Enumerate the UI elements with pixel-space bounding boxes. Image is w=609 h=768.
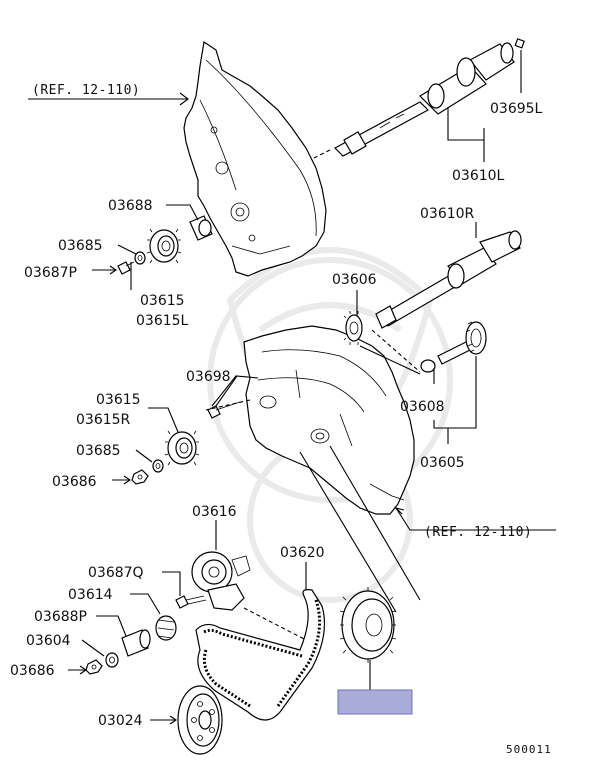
label-03687Q: 03687Q: [88, 565, 144, 581]
lower-timing-cover: [243, 325, 415, 515]
label-03604: 03604: [26, 633, 71, 649]
label-03687P: 03687P: [24, 265, 77, 281]
leader-lines: [28, 50, 556, 725]
ref-label-top: (REF. 12-110): [32, 83, 140, 98]
label-03686-upper: 03686: [52, 474, 97, 490]
label-03608: 03608: [400, 399, 445, 415]
plug-03695L: [514, 38, 525, 49]
spacer-03688: [189, 215, 213, 241]
ref-label-bottom: (REF. 12-110): [424, 525, 532, 540]
label-03605: 03605: [420, 455, 465, 471]
label-03695L: 03695L: [490, 101, 543, 117]
label-03616: 03616: [192, 504, 237, 520]
bolt-03687P: [117, 261, 135, 275]
washer-03685-upper: [134, 251, 146, 265]
label-03698: 03698: [186, 369, 231, 385]
tensioner-pulley-03616: [191, 551, 251, 611]
upper-timing-cover: [183, 40, 327, 277]
nut-03686-lower: [85, 659, 103, 675]
label-03688: 03688: [108, 198, 153, 214]
camshaft-sprocket: [339, 587, 397, 663]
bolt-03698: [207, 401, 241, 419]
label-03615L: 03615L: [136, 313, 189, 329]
label-03688P: 03688P: [34, 609, 87, 625]
idler-pulley-03615: [146, 228, 182, 264]
label-03686-lower: 03686: [10, 663, 55, 679]
washer-03604: [105, 652, 119, 668]
label-03024: 03024: [98, 713, 143, 729]
spring-03614: [155, 615, 177, 641]
oil-pump-gear-03605: [437, 321, 487, 365]
diagram-code: 500011: [506, 743, 552, 756]
highlight-box: [337, 689, 413, 715]
pin-03688P: [121, 629, 151, 657]
label-03685-lower: 03685: [76, 443, 121, 459]
label-03610L: 03610L: [452, 168, 505, 184]
balance-shaft-right: [375, 230, 522, 329]
bolt-03614: [175, 595, 207, 609]
balance-shaft-left: [334, 42, 515, 157]
label-03610R: 03610R: [420, 206, 475, 222]
label-03615R: 03615R: [76, 412, 131, 428]
label-03615-lower: 03615: [96, 392, 141, 408]
label-03615-upper: 03615: [140, 293, 185, 309]
label-03685-upper: 03685: [58, 238, 103, 254]
bushing-03608: [420, 359, 436, 373]
timing-belt-03620: [195, 589, 326, 721]
nut-03686-upper: [131, 469, 149, 485]
label-03606: 03606: [332, 272, 377, 288]
label-03620: 03620: [280, 545, 325, 561]
idler-pulley-03615R: [164, 430, 200, 466]
crank-sprocket-03024: [177, 685, 223, 755]
sprocket-03606: [343, 311, 363, 345]
label-03614: 03614: [68, 587, 113, 603]
washer-03685-lower: [152, 459, 164, 473]
